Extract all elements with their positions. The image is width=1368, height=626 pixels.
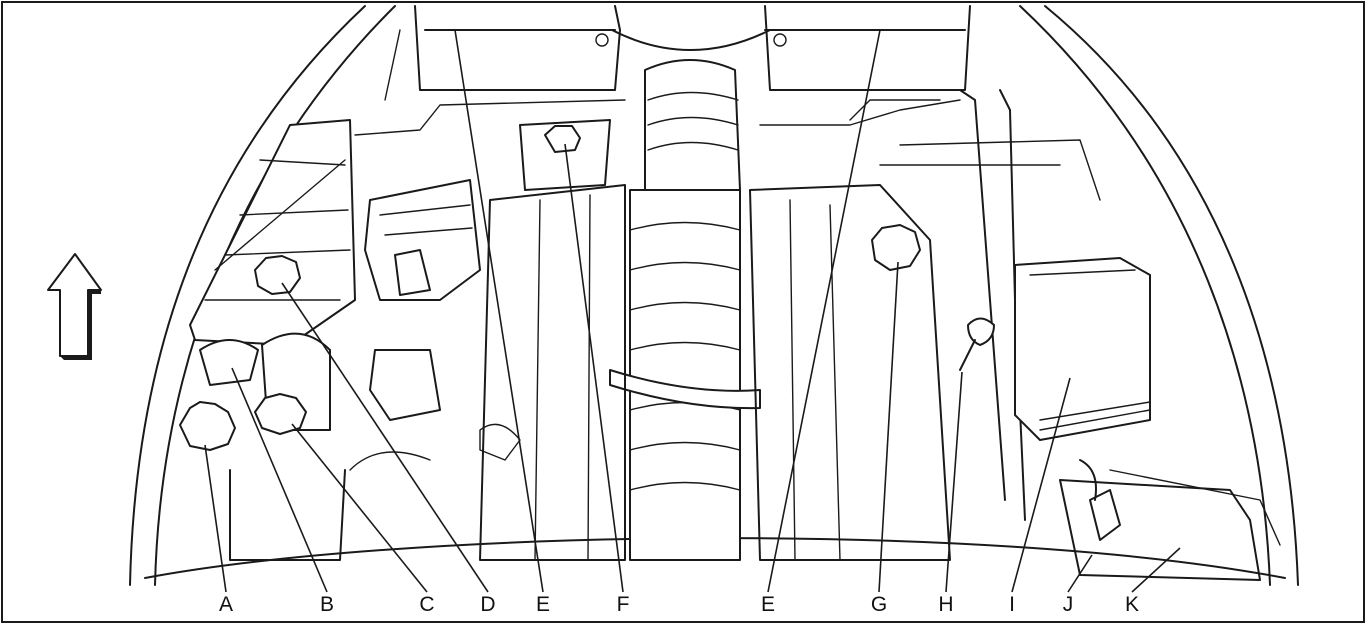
callout-label-j: J: [1062, 593, 1074, 616]
callout-label-d: D: [480, 593, 496, 616]
right-hoses: [879, 89, 1101, 521]
callout-leaders: [204, 29, 1181, 593]
callout-label-b: B: [319, 593, 334, 616]
engine-cover-right-shape: [749, 184, 951, 561]
callout-label-a: A: [218, 593, 233, 616]
alternator: [349, 179, 521, 471]
callout-label-e-left: E: [535, 593, 550, 616]
callout-label-i: I: [1009, 593, 1015, 616]
callout-label-c: C: [419, 593, 435, 616]
callout-label-e-right: E: [760, 593, 775, 616]
callout-label-k: K: [1124, 593, 1139, 616]
fuse-block-shape: [1014, 257, 1151, 441]
oil-fill-cap-shape: [519, 119, 611, 191]
top-pipes: [354, 29, 961, 136]
callout-label-f: F: [616, 593, 630, 616]
callout-label-h: H: [938, 593, 954, 616]
left-reservoir-assembly: [179, 119, 356, 561]
front-direction-arrow-icon: [47, 253, 102, 360]
battery-shape: [1059, 459, 1281, 581]
intake-duct: [609, 59, 761, 561]
callout-label-g: G: [870, 593, 888, 616]
engine-cover-left-shape: [479, 184, 626, 561]
